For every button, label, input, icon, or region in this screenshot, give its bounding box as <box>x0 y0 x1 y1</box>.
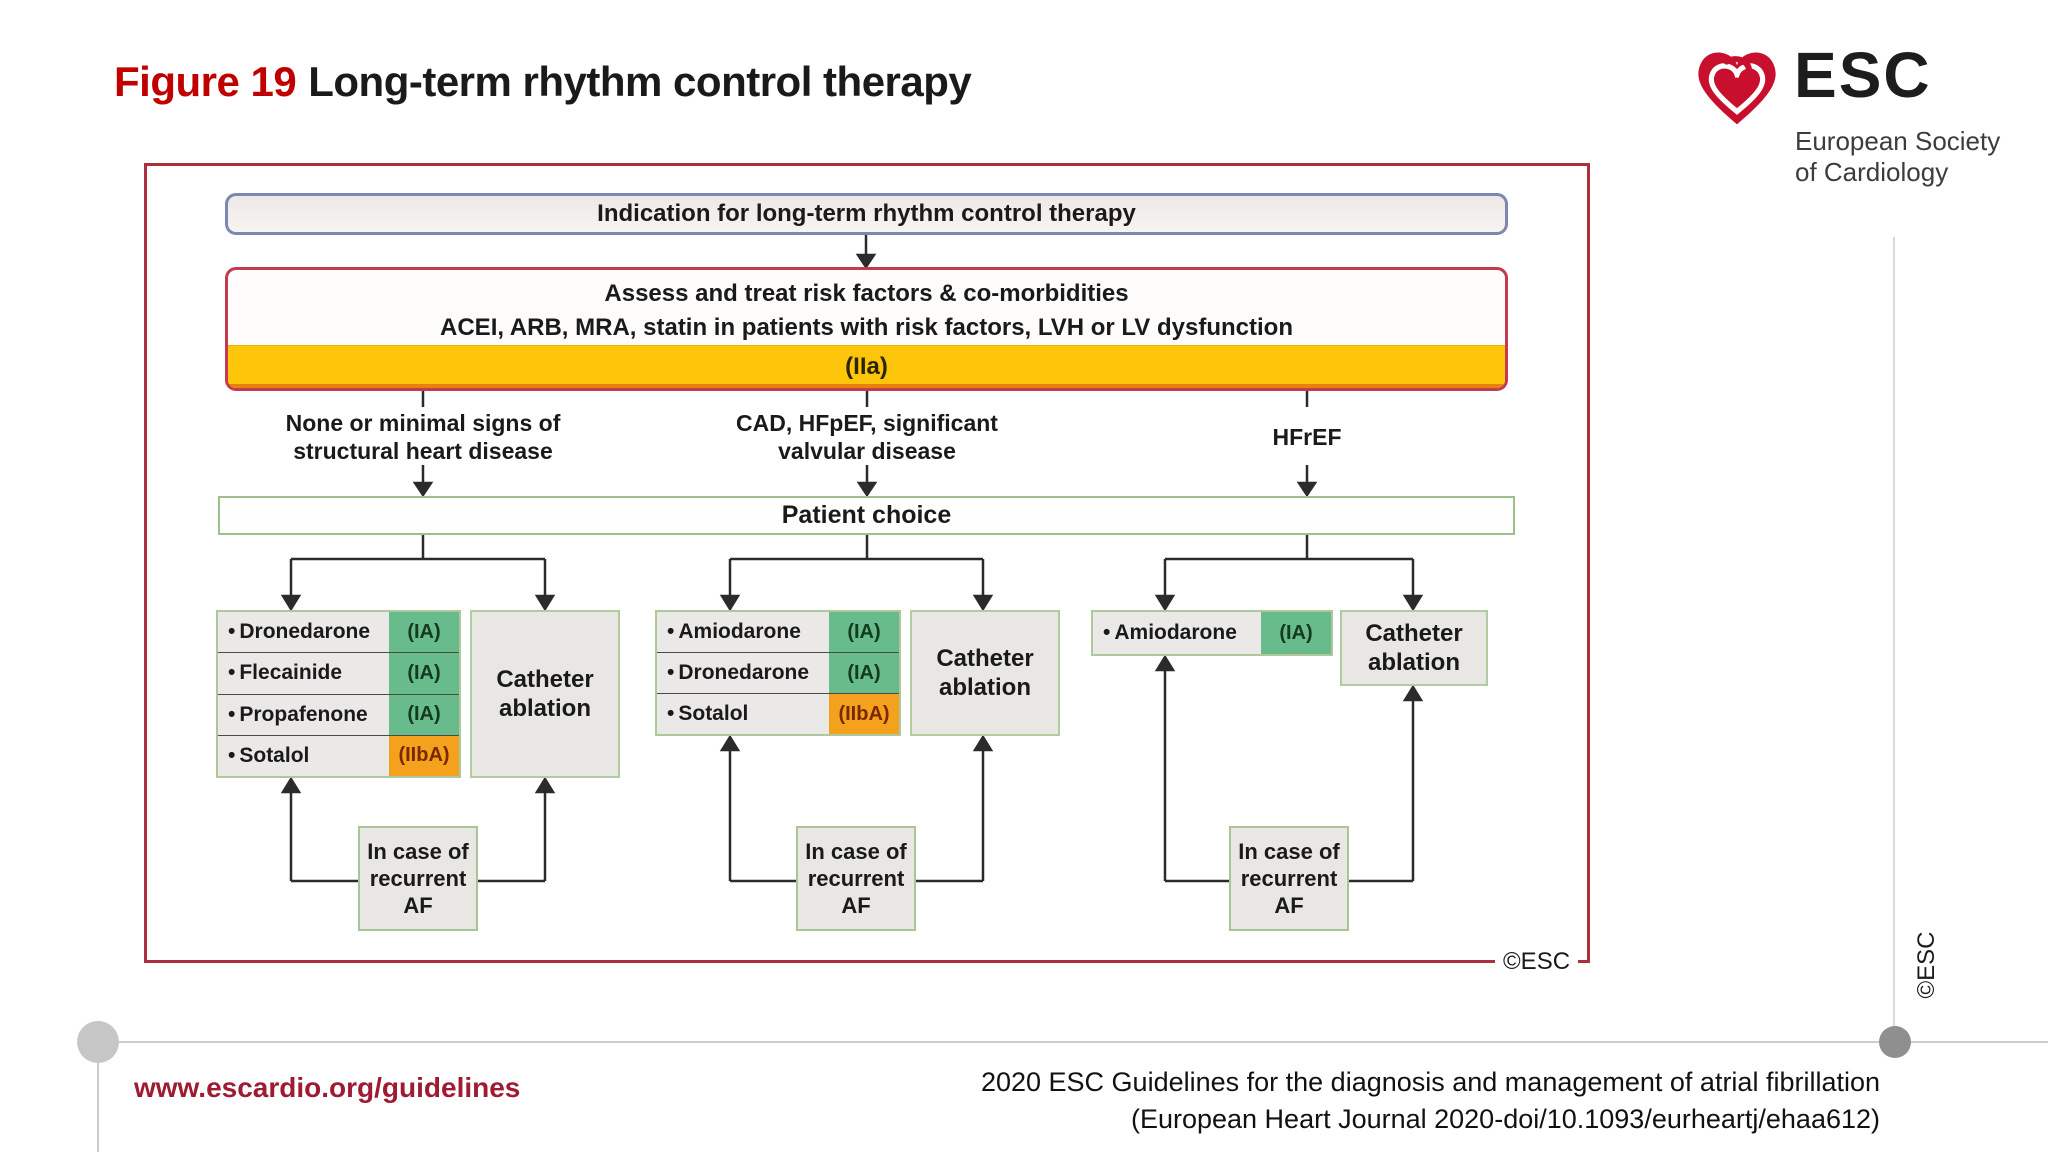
branch-label-cad-hfpef: CAD, HFpEF, significant valvular disease <box>736 410 998 464</box>
drug-row: Dronedarone (IA) <box>657 653 899 694</box>
catheter-ablation-box-3: Catheter ablation <box>1340 610 1488 686</box>
recurrent-af-box-1: In case of recurrent AF <box>358 826 478 931</box>
drug-list-hfref: Amiodarone (IA) <box>1091 610 1333 656</box>
grade-badge: (IA) <box>829 653 899 693</box>
flowchart-panel: Indication for long-term rhythm control … <box>144 163 1590 976</box>
grade-badge: (IIbA) <box>389 735 459 776</box>
recurrent-af-box-2: In case of recurrent AF <box>796 826 916 931</box>
drug-row: Propafenone (IA) <box>218 694 459 736</box>
patient-choice-box: Patient choice <box>218 496 1515 535</box>
drug-list-no-structural-disease: Dronedarone (IA) Flecainide (IA) Propafe… <box>216 610 461 778</box>
esc-society-name: European Society of Cardiology <box>1795 126 2001 188</box>
grade-badge: (IA) <box>389 694 459 735</box>
recommendation-class-badge: (IIa) <box>228 345 1505 388</box>
branch-label-no-structural-disease: None or minimal signs of structural hear… <box>285 410 561 464</box>
decoration-circle-left <box>77 1021 119 1063</box>
drug-list-cad-hfpef: Amiodarone (IA) Dronedarone (IA) Sotalol… <box>655 610 901 736</box>
citation: 2020 ESC Guidelines for the diagnosis an… <box>981 1064 1880 1138</box>
side-copyright: ©ESC <box>1913 931 1940 999</box>
figure-title: Long-term rhythm control therapy <box>308 58 972 105</box>
flow-connectors <box>280 235 1424 883</box>
catheter-ablation-box-1: Catheter ablation <box>470 610 620 778</box>
branch-label-hfref: HFrEF <box>1272 424 1342 450</box>
drug-row: Amiodarone (IA) <box>1093 612 1331 654</box>
assess-line1: Assess and treat risk factors & co-morbi… <box>604 280 1129 307</box>
drug-row: Dronedarone (IA) <box>218 612 459 654</box>
drug-row: Flecainide (IA) <box>218 653 459 695</box>
recurrent-af-box-3: In case of recurrent AF <box>1229 826 1349 931</box>
decoration-circle-right <box>1879 1026 1911 1058</box>
citation-line2: (European Heart Journal 2020-doi/10.1093… <box>1130 1104 1880 1134</box>
drug-row: Amiodarone (IA) <box>657 612 899 653</box>
esc-heart-icon <box>1698 52 1776 125</box>
grade-badge: (IA) <box>389 612 459 653</box>
grade-badge: (IA) <box>829 612 899 652</box>
citation-line1: 2020 ESC Guidelines for the diagnosis an… <box>980 1067 1880 1097</box>
guidelines-link[interactable]: www.escardio.org/guidelines <box>134 1072 521 1103</box>
catheter-ablation-box-2: Catheter ablation <box>910 610 1060 736</box>
indication-box: Indication for long-term rhythm control … <box>225 193 1508 235</box>
divider-horizontal <box>96 1041 2048 1043</box>
grade-badge: (IA) <box>389 653 459 694</box>
esc-logo-text: ESC <box>1794 39 1932 111</box>
grade-badge: (IA) <box>1261 612 1331 654</box>
figure-copyright: ©ESC <box>1495 948 1579 976</box>
drug-row: Sotalol (IIbA) <box>657 694 899 734</box>
grade-badge: (IIbA) <box>829 694 899 734</box>
assess-risk-box: Assess and treat risk factors & co-morbi… <box>225 267 1508 391</box>
assess-line2: ACEI, ARB, MRA, statin in patients with … <box>440 314 1293 341</box>
drug-row: Sotalol (IIbA) <box>218 735 459 776</box>
divider-vertical-right <box>1893 237 1895 1043</box>
figure-number: Figure 19 <box>114 58 297 105</box>
divider-vertical-left <box>97 1042 99 1152</box>
